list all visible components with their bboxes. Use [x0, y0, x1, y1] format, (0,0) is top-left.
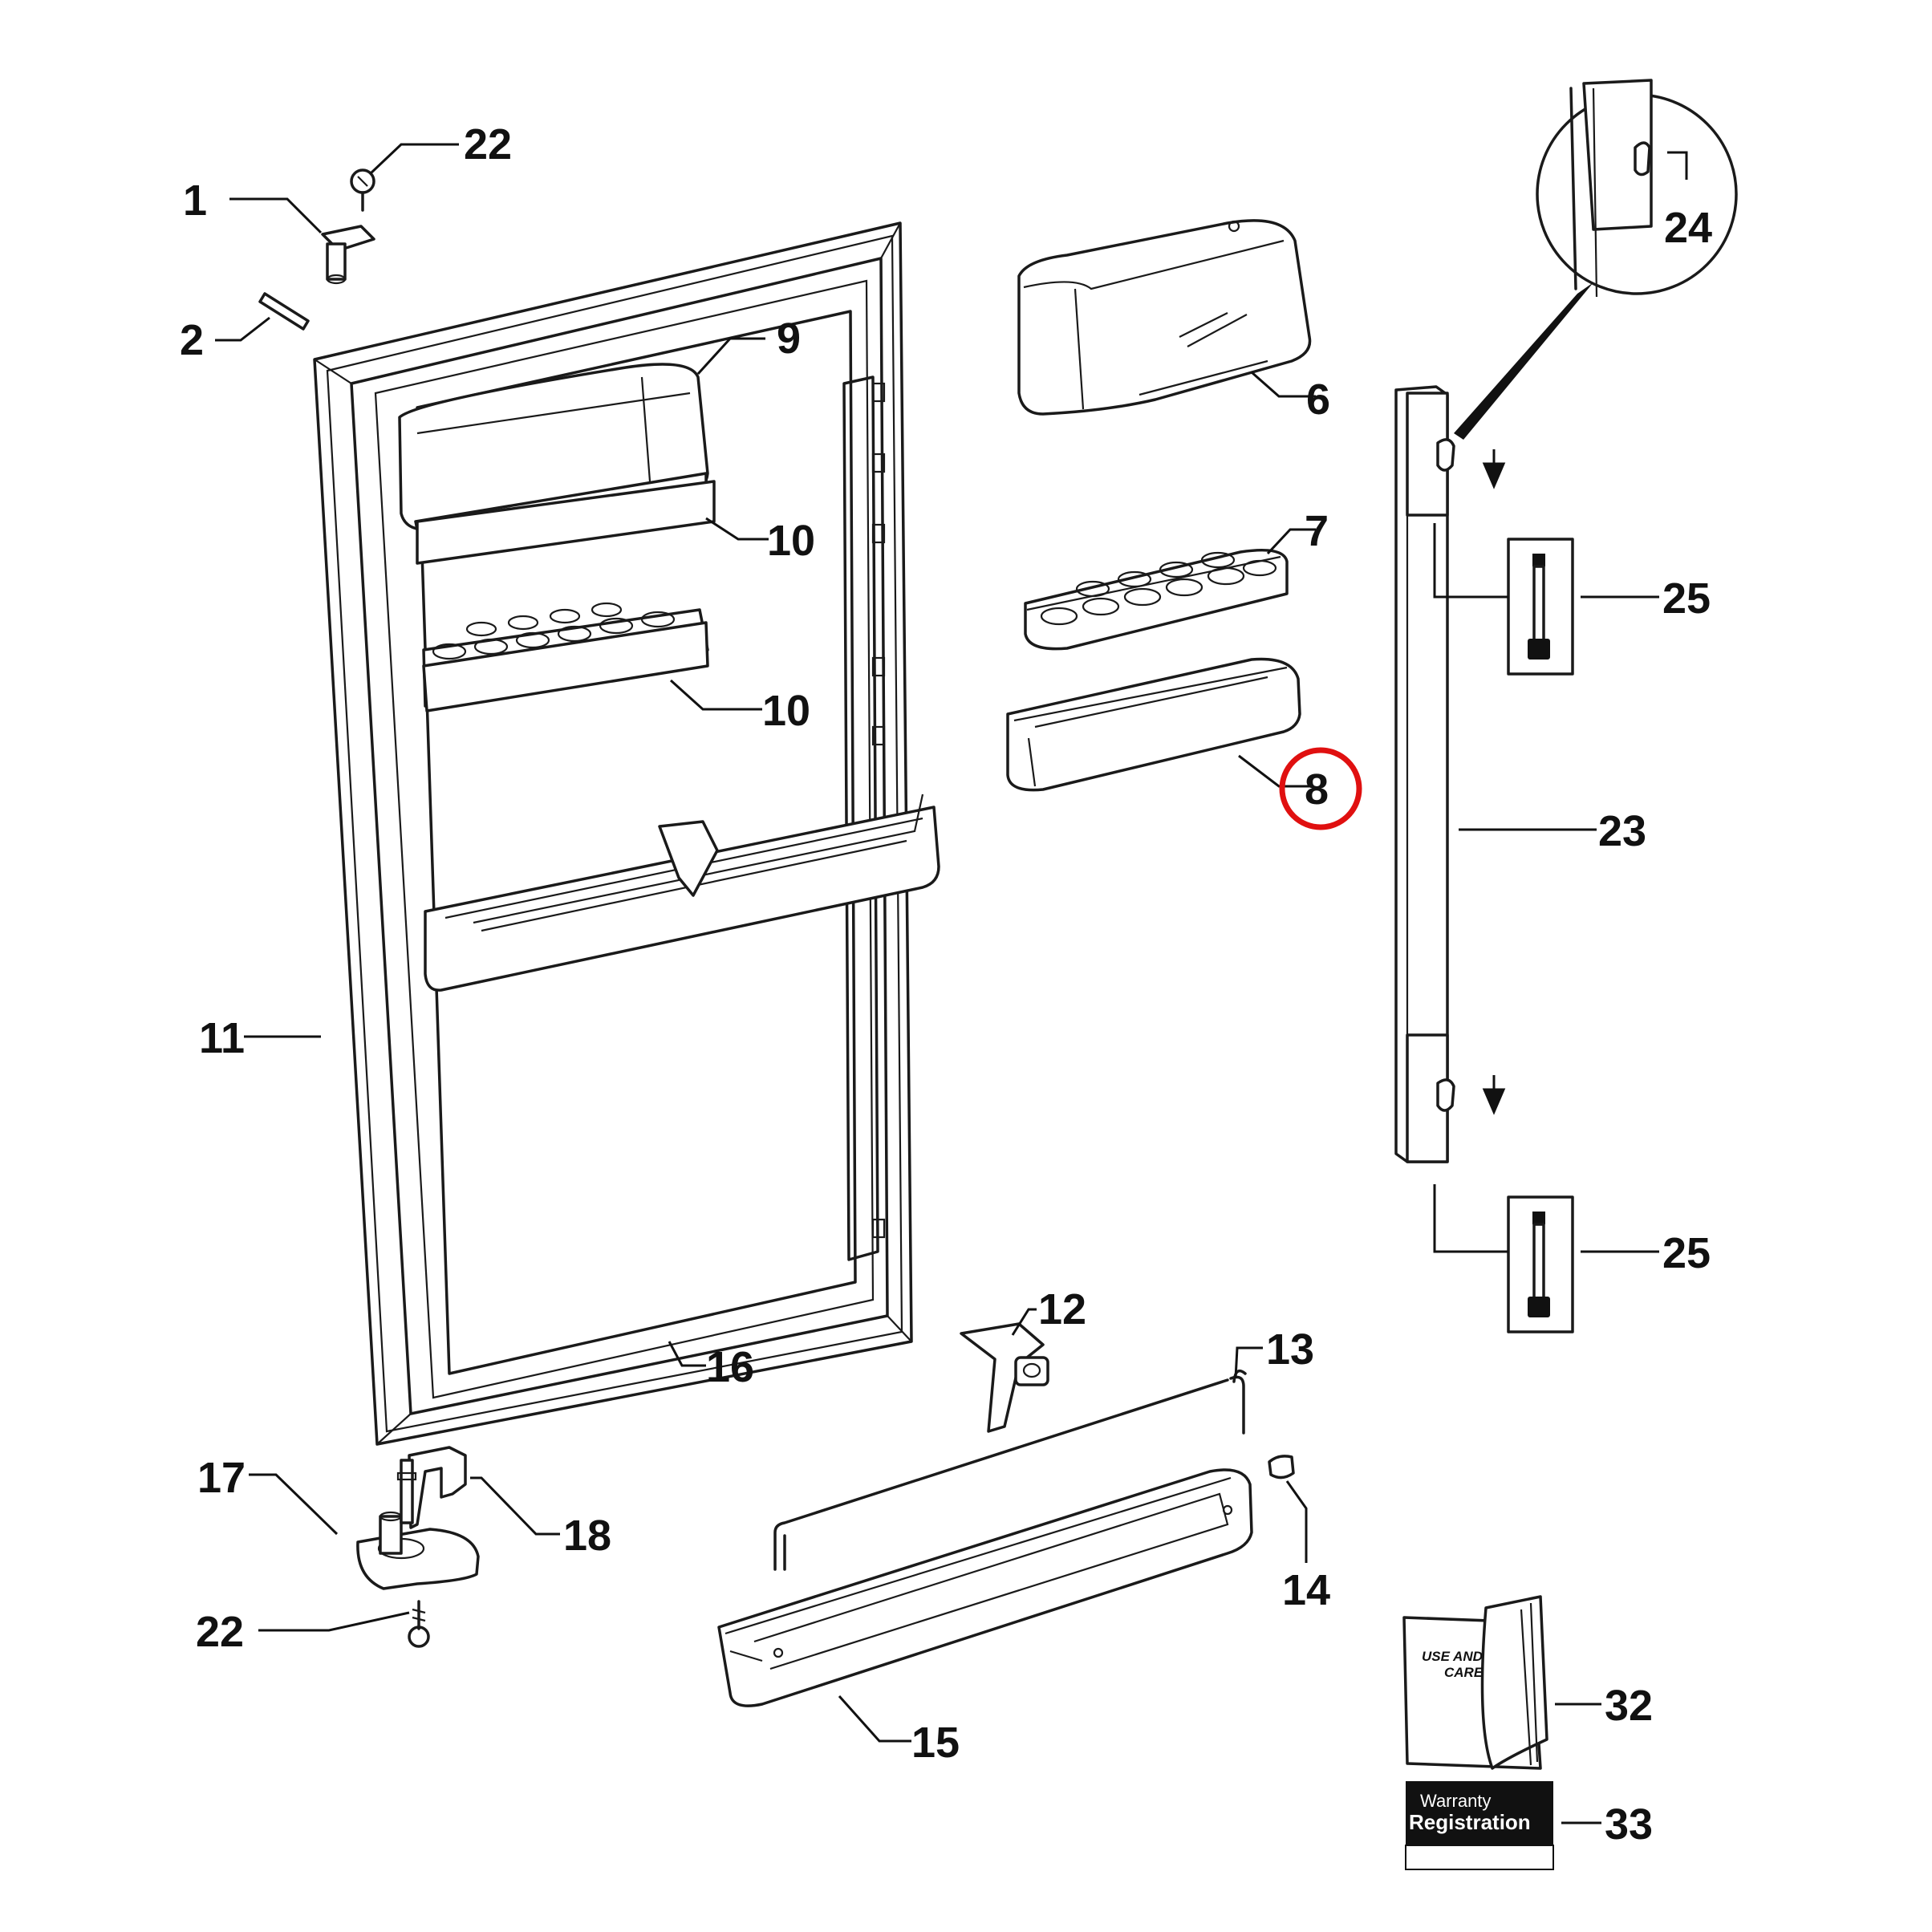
label-part-11: 11: [199, 1014, 245, 1062]
large-bin-on-door: [424, 794, 940, 992]
dairy-compartment-cover: [1017, 219, 1312, 416]
egg-tray-on-door: [422, 602, 709, 712]
label-part-17: 17: [197, 1454, 246, 1502]
label-part-33: 33: [1605, 1800, 1653, 1849]
label-part-10-lower: 10: [762, 687, 810, 735]
label-part-32: 32: [1605, 1682, 1653, 1730]
end-cap: [1268, 1455, 1295, 1479]
top-hinge: [321, 225, 375, 285]
label-part-25-lower: 25: [1662, 1229, 1711, 1277]
hinge-pin: [258, 292, 310, 331]
label-part-7: 7: [1305, 507, 1329, 555]
label-part-16: 16: [706, 1343, 754, 1391]
manual-title-line2: CARE: [1444, 1665, 1484, 1680]
manual-title-line1: USE AND: [1422, 1649, 1483, 1664]
screw-top: [350, 168, 375, 212]
highlight-circle-part-8: [1279, 747, 1362, 830]
label-part-10-upper: 10: [767, 517, 815, 565]
small-shelf-bin: [1006, 657, 1301, 792]
label-part-15: 15: [911, 1719, 960, 1767]
screw-bottom: [408, 1600, 430, 1648]
label-part-25-upper: 25: [1662, 574, 1711, 623]
screw-box-upper: [1507, 538, 1574, 676]
label-part-2: 2: [180, 316, 204, 364]
label-part-14: 14: [1282, 1566, 1330, 1614]
shelf-on-door-upper: [416, 480, 716, 565]
warranty-registration-card: Warranty Registration: [1405, 1781, 1554, 1870]
label-part-22-bottom: 22: [196, 1608, 244, 1656]
hinge-bracket: [396, 1446, 467, 1529]
bin-rail-rod: [773, 1369, 1247, 1571]
label-part-24: 24: [1664, 204, 1712, 252]
label-part-6: 6: [1306, 375, 1330, 424]
bottom-hinge: [356, 1511, 480, 1590]
label-part-22-top: 22: [464, 120, 512, 168]
warranty-line1: Warranty: [1420, 1791, 1491, 1811]
part-labels: 1 2 22 6 7 8 9 10 10 11 12 13 14 15 16 1…: [180, 120, 1712, 1849]
use-and-care-manual: USE AND CARE: [1402, 1595, 1548, 1770]
handle-detail-magnifier: [1454, 79, 1738, 440]
screw-box-lower: [1507, 1195, 1574, 1333]
door-handle: [1394, 385, 1506, 1163]
leader-lines: [215, 143, 1688, 1824]
large-door-bin: [717, 1468, 1253, 1707]
label-part-1: 1: [183, 177, 207, 225]
label-part-13: 13: [1266, 1325, 1314, 1374]
label-part-12: 12: [1038, 1285, 1086, 1333]
label-part-8: 8: [1305, 765, 1329, 814]
label-part-9: 9: [777, 315, 801, 363]
egg-tray: [1024, 549, 1289, 651]
bin-clip: [960, 1322, 1049, 1433]
label-part-18: 18: [563, 1512, 611, 1560]
label-part-23: 23: [1598, 807, 1646, 855]
warranty-line2: Registration: [1409, 1810, 1531, 1834]
